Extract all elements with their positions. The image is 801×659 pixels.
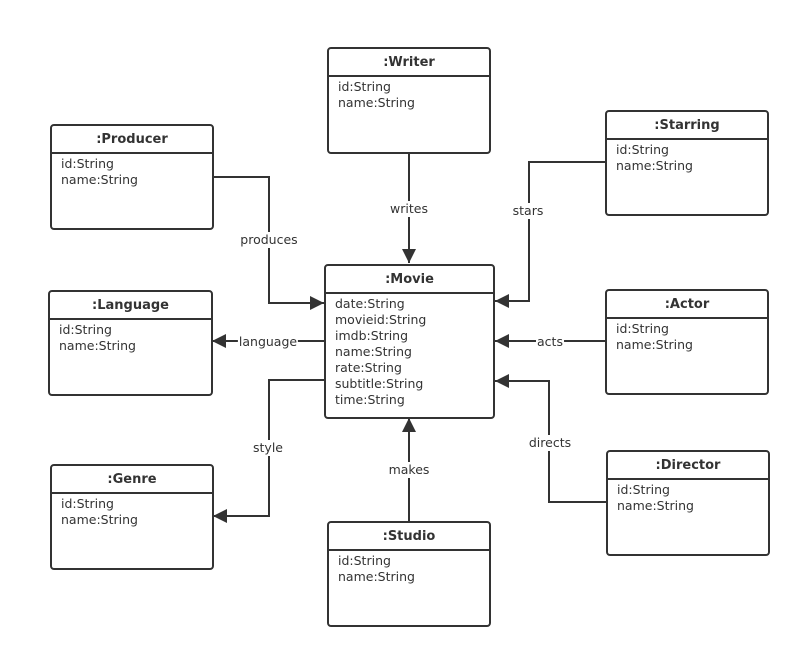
class-language: :Language id:String name:String (48, 290, 213, 396)
class-starring-attr-name: name:String (616, 158, 693, 173)
class-genre-attr-id: id:String (61, 496, 114, 511)
class-starring-title: :Starring (607, 112, 767, 140)
class-director-title: :Director (608, 452, 768, 480)
label-style: style (252, 440, 284, 456)
class-writer-attr-name: name:String (338, 95, 415, 110)
class-producer-attr-id: id:String (61, 156, 114, 171)
class-starring-attr-id: id:String (616, 142, 669, 157)
class-actor-attr-name: name:String (616, 337, 693, 352)
label-language: language (237, 334, 299, 350)
label-directs: directs (527, 435, 573, 451)
class-starring: :Starring id:String name:String (605, 110, 769, 216)
class-director-attr-id: id:String (617, 482, 670, 497)
class-movie-attr-movieid: movieid:String (335, 312, 427, 327)
class-genre-attr-name: name:String (61, 512, 138, 527)
label-produces: produces (239, 232, 299, 248)
class-actor-title: :Actor (607, 291, 767, 319)
class-movie-title: :Movie (326, 266, 493, 294)
class-genre-title: :Genre (52, 466, 212, 494)
class-producer-title: :Producer (52, 126, 212, 154)
edge-stars-line (495, 161, 605, 308)
class-producer: :Producer id:String name:String (50, 124, 214, 230)
class-producer-attr-name: name:String (61, 172, 138, 187)
class-writer-title: :Writer (329, 49, 489, 77)
label-stars: stars (511, 203, 545, 219)
class-actor-attr-id: id:String (616, 321, 669, 336)
label-writes: writes (389, 201, 429, 217)
edge-stars (495, 161, 605, 308)
class-actor: :Actor id:String name:String (605, 289, 769, 395)
class-director: :Director id:String name:String (606, 450, 770, 556)
class-studio-title: :Studio (329, 523, 489, 551)
class-movie-attr-date: date:String (335, 296, 405, 311)
class-writer-attr-id: id:String (338, 79, 391, 94)
label-makes: makes (387, 462, 431, 478)
class-movie-attr-imdb: imdb:String (335, 328, 409, 343)
class-movie-attr-rate: rate:String (335, 360, 402, 375)
class-director-attr-name: name:String (617, 498, 694, 513)
class-language-title: :Language (50, 292, 211, 320)
class-movie-attr-subtitle: subtitle:String (335, 376, 424, 391)
class-studio: :Studio id:String name:String (327, 521, 491, 627)
class-writer: :Writer id:String name:String (327, 47, 491, 154)
class-language-attr-id: id:String (59, 322, 112, 337)
class-studio-attr-name: name:String (338, 569, 415, 584)
label-acts: acts (536, 334, 564, 350)
class-genre: :Genre id:String name:String (50, 464, 214, 570)
class-movie-attr-name: name:String (335, 344, 412, 359)
class-movie-attr-time: time:String (335, 392, 405, 407)
class-movie: :Movie date:String movieid:String imdb:S… (324, 264, 495, 419)
class-language-attr-name: name:String (59, 338, 136, 353)
class-studio-attr-id: id:String (338, 553, 391, 568)
